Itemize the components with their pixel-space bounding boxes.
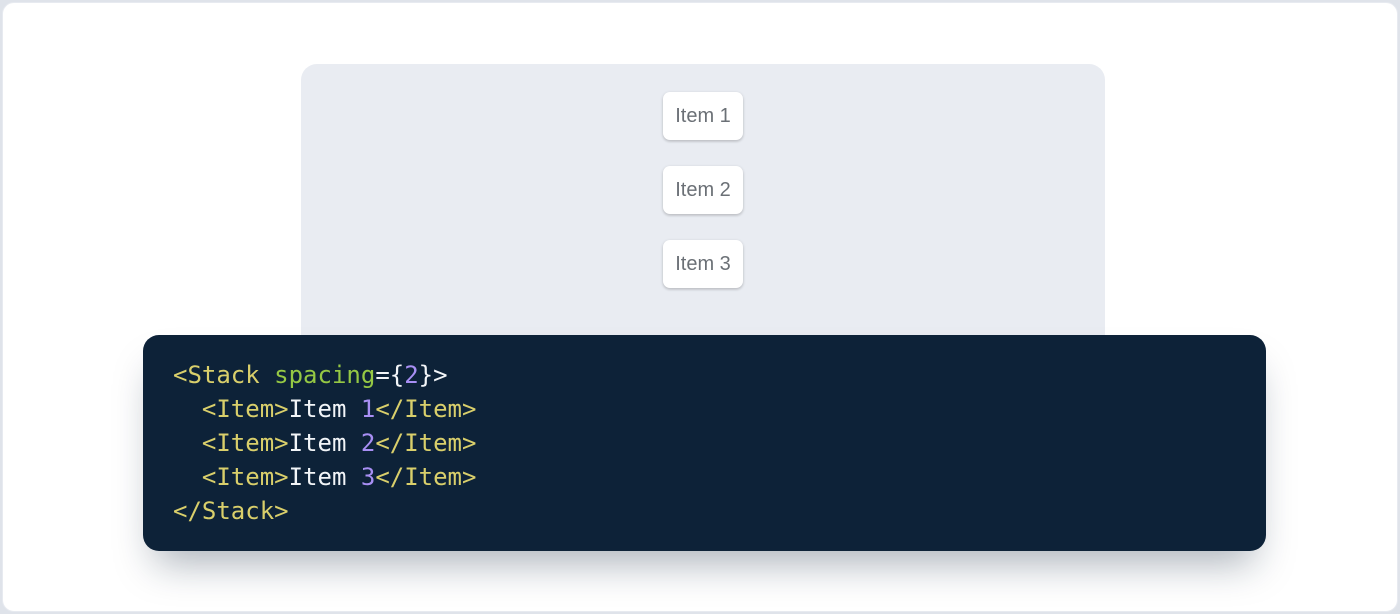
item-stack: Item 1 Item 2 Item 3 bbox=[301, 64, 1105, 288]
code-token-plain bbox=[173, 463, 202, 491]
stack-item: Item 3 bbox=[663, 240, 743, 288]
code-token-plain bbox=[260, 361, 274, 389]
code-token-plain bbox=[173, 429, 202, 457]
code-token-tag: <Stack bbox=[173, 361, 260, 389]
code-token-plain: Item bbox=[288, 463, 361, 491]
code-token-tag: </Stack> bbox=[173, 497, 289, 525]
code-token-tag: <Item> bbox=[201, 429, 289, 457]
code-token-plain: Item bbox=[288, 429, 361, 457]
code-line: <Item>Item 3</Item> bbox=[173, 460, 1236, 494]
code-token-plain: }> bbox=[418, 361, 448, 389]
stack-item-label: Item 1 bbox=[675, 104, 731, 127]
code-line: </Stack> bbox=[173, 494, 1236, 528]
code-block: <Stack spacing={2}> <Item>Item 1</Item> … bbox=[143, 335, 1266, 551]
code-content: <Stack spacing={2}> <Item>Item 1</Item> … bbox=[173, 358, 1236, 528]
code-token-number: 2 bbox=[404, 361, 419, 389]
code-line: <Stack spacing={2}> bbox=[173, 358, 1236, 392]
code-token-plain bbox=[173, 395, 202, 423]
code-token-tag: </Item> bbox=[375, 463, 477, 491]
code-token-plain: Item bbox=[288, 395, 361, 423]
stack-item: Item 2 bbox=[663, 166, 743, 214]
stack-demo-panel: Item 1 Item 2 Item 3 bbox=[301, 64, 1105, 386]
stack-item-label: Item 2 bbox=[675, 178, 731, 201]
code-token-attr: spacing bbox=[274, 361, 376, 389]
stack-item-label: Item 3 bbox=[675, 252, 731, 275]
code-line: <Item>Item 2</Item> bbox=[173, 426, 1236, 460]
code-line: <Item>Item 1</Item> bbox=[173, 392, 1236, 426]
code-token-number: 2 bbox=[360, 429, 376, 457]
code-token-tag: <Item> bbox=[201, 463, 289, 491]
stack-item: Item 1 bbox=[663, 92, 743, 140]
code-token-plain: ={ bbox=[375, 361, 405, 389]
code-token-number: 1 bbox=[360, 395, 376, 423]
code-token-tag: <Item> bbox=[201, 395, 289, 423]
code-token-tag: </Item> bbox=[375, 395, 477, 423]
code-token-number: 3 bbox=[360, 463, 376, 491]
code-token-tag: </Item> bbox=[375, 429, 477, 457]
